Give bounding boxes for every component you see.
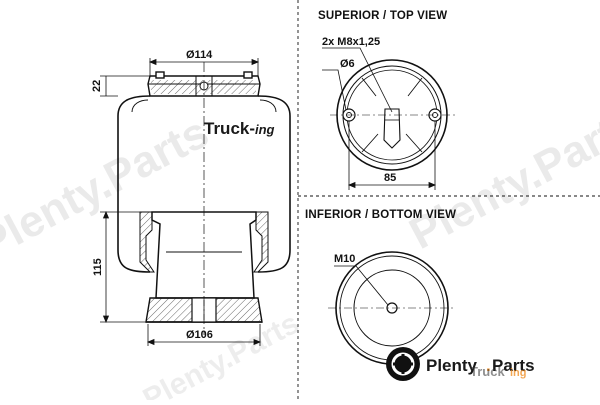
- side-view: [117, 62, 291, 335]
- top-view-title: SUPERIOR / TOP VIEW: [318, 10, 447, 22]
- bolt-spec-label: 2x M8x1,25: [322, 36, 380, 48]
- watermark-logo: Plenty . Parts Truck ing: [386, 347, 535, 381]
- top-view-dimensions: [322, 47, 437, 190]
- watermark-layer: Plenty.Parts Plenty.Parts Plenty.Parts: [0, 98, 600, 405]
- overlay-brand-suffix: ing: [510, 367, 527, 379]
- bellows-outline: [117, 95, 291, 273]
- watermark-text-left: Plenty.Parts: [0, 108, 216, 269]
- watermark-logo-main: Plenty: [426, 356, 478, 375]
- bottom-view-title: INFERIOR / BOTTOM VIEW: [305, 209, 456, 221]
- overlay-brand-main: Truck: [470, 364, 505, 379]
- hole-diameter-label: Ø6: [340, 58, 355, 70]
- top-plate: [147, 71, 261, 97]
- watermark-text-right: Plenty.Parts: [402, 98, 600, 259]
- dimension-top-height: 22: [91, 80, 103, 92]
- dimension-top-diameter: Ø114: [186, 49, 213, 61]
- bolt-spacing-label: 85: [384, 172, 396, 184]
- product-brand-label: Truck- ing: [204, 119, 275, 138]
- watermark-logo-separator: .: [486, 356, 491, 375]
- bottom-view: [328, 251, 456, 365]
- watermark-logo-suffix: Parts: [492, 356, 535, 375]
- top-view: [330, 59, 455, 171]
- dimension-bottom-diameter: Ø106: [186, 329, 213, 341]
- dimension-overall-height: 115: [92, 258, 104, 276]
- bottom-view-dimensions: [334, 265, 389, 306]
- product-brand-main: Truck-: [204, 119, 255, 138]
- bottom-thread-label: M10: [334, 253, 355, 265]
- side-view-dimensions: [100, 58, 262, 346]
- product-brand-suffix: ing: [255, 122, 275, 137]
